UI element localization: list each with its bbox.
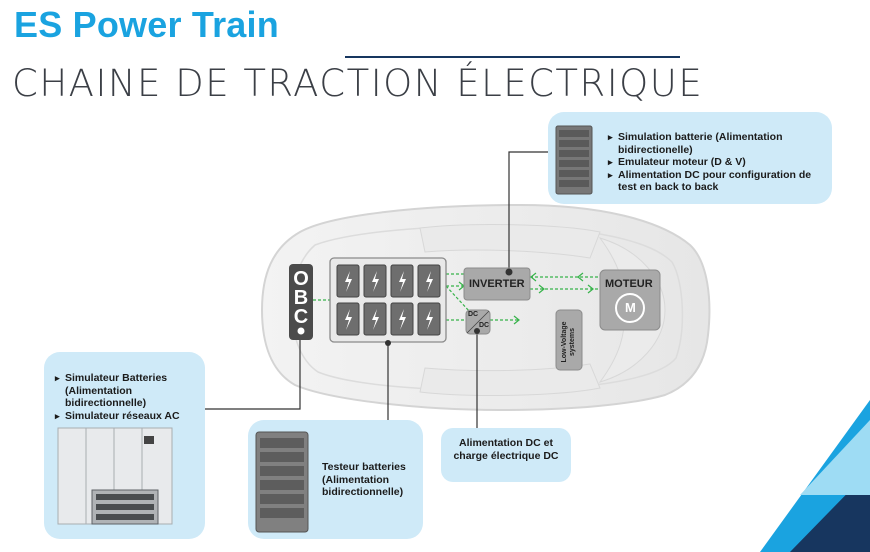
obc-module [289,264,313,340]
lightning-bolt-icon [399,309,406,330]
car-outline [260,203,711,412]
lightning-bolt-icon [426,271,433,292]
lightning-bolt-icon [426,309,433,330]
lightning-bolt-icon [372,271,379,292]
top-right-item-2: Emulateur moteur (D & V) [608,156,826,169]
box-bottom-right [441,428,571,482]
obc-connector [297,327,305,335]
motor-symbol-icon [615,293,645,323]
bottom-right-text: Alimentation DC et charge électrique DC [453,437,559,462]
page-title: ES Power Train [14,4,279,45]
inverter-label: INVERTER [469,278,525,290]
bottom-center-text: Testeur batteries (Alimentation bidirect… [322,461,406,498]
inverter-module [463,267,531,301]
low-voltage-module [555,309,583,371]
inverter-connector [505,268,513,276]
dcdc-bottom-label: DC [479,322,490,329]
top-right-item-3: Alimentation DC pour configuration de te… [608,169,826,194]
lightning-bolt-icon [399,271,406,292]
obc-letter-c: C [293,306,309,328]
corner-decoration [760,400,870,552]
energy-flow-lines [313,273,600,321]
lightning-bolt-icon [372,309,379,330]
obc-letter-b: B [293,287,309,309]
battery-tester-cabinet-icon [255,431,309,533]
low-voltage-label: Low-Voltage systems [561,321,576,363]
page-subtitle: CHAINE DE TRACTION ÉLECTRIQUE [12,62,704,105]
lightning-bolt-icon [345,271,352,292]
dcdc-top-label: DC [468,311,479,318]
left-item-2: Simulateur réseaux AC [55,410,200,423]
rack-unit-icon [91,489,159,525]
top-right-item-1: Simulation batterie (Alimentation bidire… [608,131,826,156]
top-right-text: Simulation batterie (Alimentation bidire… [608,131,826,194]
battery-connector [385,340,391,346]
left-item-1: Simulateur Batteries (Alimentation bidir… [55,372,200,410]
title-divider [345,56,680,58]
power-cabinet-icon [555,125,593,195]
motor-symbol-letter: M [625,300,636,315]
obc-letter-o: O [293,268,309,290]
lightning-bolt-icon [345,309,352,330]
battery-cells [336,264,441,336]
callout-lines [205,151,548,428]
line-left-to-obc [205,331,301,410]
moteur-module [599,269,661,331]
battery-pack [329,257,447,343]
dcdc-connector [474,328,480,334]
line-topright-to-inverter [508,151,548,272]
left-box-text: Simulateur Batteries (Alimentation bidir… [55,372,200,422]
dcdc-divider [466,310,490,334]
moteur-label: MOTEUR [605,278,653,290]
